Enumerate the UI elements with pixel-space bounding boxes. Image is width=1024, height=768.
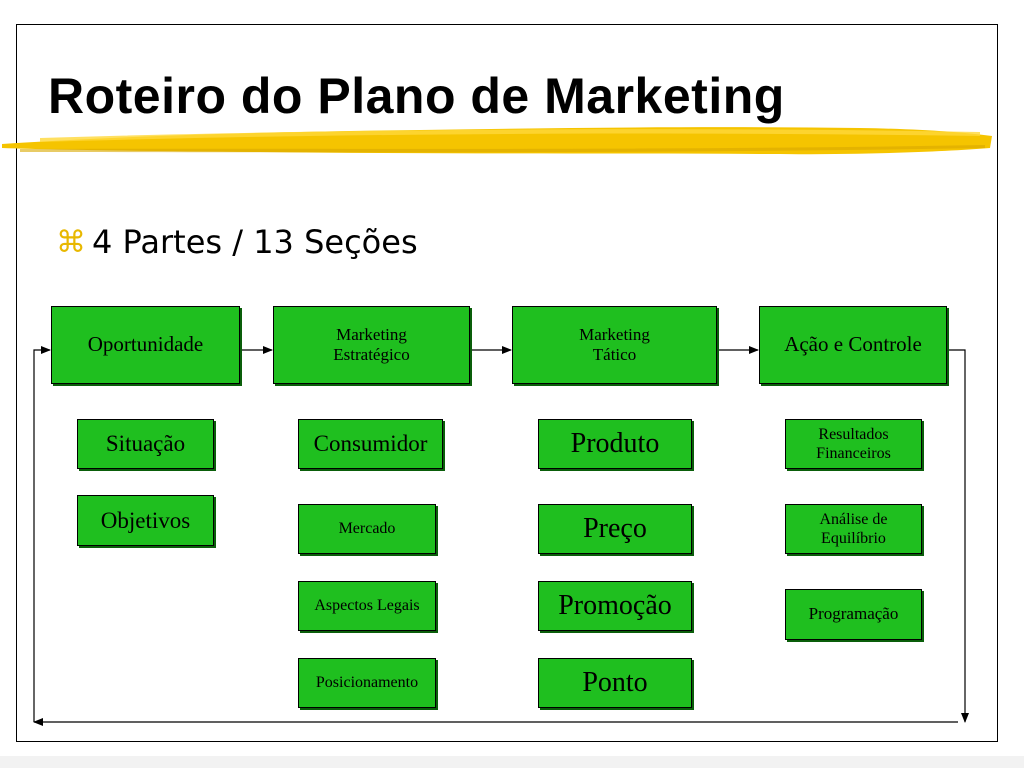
title-highlight-stroke: [2, 127, 992, 155]
bullet-text: 4 Partes / 13 Seções: [92, 223, 418, 261]
phase-marketing-estrategico[interactable]: Marketing Estratégico: [273, 306, 470, 384]
phase-acao-controle[interactable]: Ação e Controle: [759, 306, 947, 384]
section-resultados-financeiros[interactable]: Resultados Financeiros: [785, 419, 922, 469]
section-situacao[interactable]: Situação: [77, 419, 214, 469]
page-title: Roteiro do Plano de Marketing: [48, 68, 785, 124]
phase-oportunidade[interactable]: Oportunidade: [51, 306, 240, 384]
section-ponto[interactable]: Ponto: [538, 658, 692, 708]
section-aspectos-legais[interactable]: Aspectos Legais: [298, 581, 436, 631]
section-consumidor[interactable]: Consumidor: [298, 419, 443, 469]
phase-marketing-tatico[interactable]: Marketing Tático: [512, 306, 717, 384]
section-programacao[interactable]: Programação: [785, 589, 922, 640]
section-produto[interactable]: Produto: [538, 419, 692, 469]
section-promocao[interactable]: Promoção: [538, 581, 692, 631]
slide-frame: [16, 24, 998, 742]
loop-right-down: [947, 349, 969, 723]
section-preco[interactable]: Preço: [538, 504, 692, 554]
section-analise-equilibrio[interactable]: Análise de Equilíbrio: [785, 504, 922, 554]
section-mercado[interactable]: Mercado: [298, 504, 436, 554]
section-objetivos[interactable]: Objetivos: [77, 495, 214, 546]
loop-left-up: [33, 346, 51, 722]
bottom-bar: [0, 756, 1024, 768]
bullet-item: ⌘ 4 Partes / 13 Seções: [56, 220, 418, 264]
section-posicionamento[interactable]: Posicionamento: [298, 658, 436, 708]
z-bullet-icon: ⌘: [56, 224, 86, 260]
